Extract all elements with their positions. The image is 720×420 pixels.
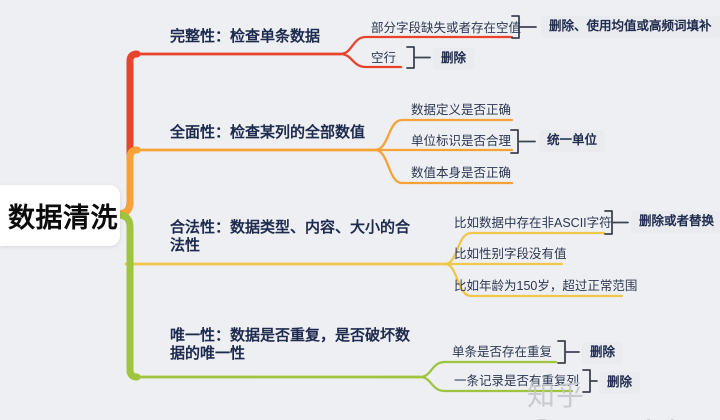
action-box-delete-duplicate[interactable]: 删除 (582, 342, 624, 364)
root-title: 数据清洗 (8, 203, 118, 233)
watermark: 知乎 @RecordLiu (527, 380, 692, 420)
branch-label-uniqueness[interactable]: 唯一性：数据是否重复，是否破坏数据的唯一性 (170, 327, 411, 362)
branch-label-comprehensiveness[interactable]: 全面性：检查某列的全部数值 (170, 124, 366, 141)
action-box-unify-units[interactable]: 统一单位 (539, 130, 606, 152)
branch-lines-legality (124, 231, 624, 298)
root-node[interactable]: 数据清洗 (0, 185, 120, 246)
branch-lines-uniqueness (114, 211, 574, 393)
child-topic-missing-fields[interactable]: 部分字段缺失或者存在空值 (371, 21, 522, 35)
child-topic-empty-rows[interactable]: 空行 (371, 51, 397, 65)
child-topic-value-correct[interactable]: 数值本身是否正确 (411, 166, 512, 180)
child-topic-non-ascii[interactable]: 比如数据中存在非ASCII字符 (454, 216, 612, 230)
action-box-delete-duplicate-columns[interactable]: 删除 (599, 372, 641, 394)
child-topic-unit-identification[interactable]: 单位标识是否合理 (411, 134, 512, 148)
child-topic-duplicate-record[interactable]: 单条是否存在重复 (452, 345, 553, 359)
branch-label-completeness[interactable]: 完整性：检查单条数据 (170, 28, 321, 45)
action-box-delete-or-replace[interactable]: 删除或者替换 (631, 211, 720, 233)
summary-brackets (406, 15, 629, 393)
child-topic-gender-empty[interactable]: 比如性别字段没有值 (454, 247, 567, 261)
child-topic-age-out-of-range[interactable]: 比如年龄为150岁，超过正常范围 (454, 279, 638, 293)
child-topic-duplicate-columns[interactable]: 一条记录是否有重复列 (454, 374, 580, 388)
branch-label-legality[interactable]: 合法性：数据类型、内容、大小的合法性 (170, 219, 411, 254)
action-box-delete-empty-rows[interactable]: 删除 (433, 48, 475, 70)
action-box-fill-or-delete[interactable]: 删除、使用均值或高频词填补 (541, 16, 720, 38)
child-topic-data-definition[interactable]: 数据定义是否正确 (411, 103, 512, 117)
